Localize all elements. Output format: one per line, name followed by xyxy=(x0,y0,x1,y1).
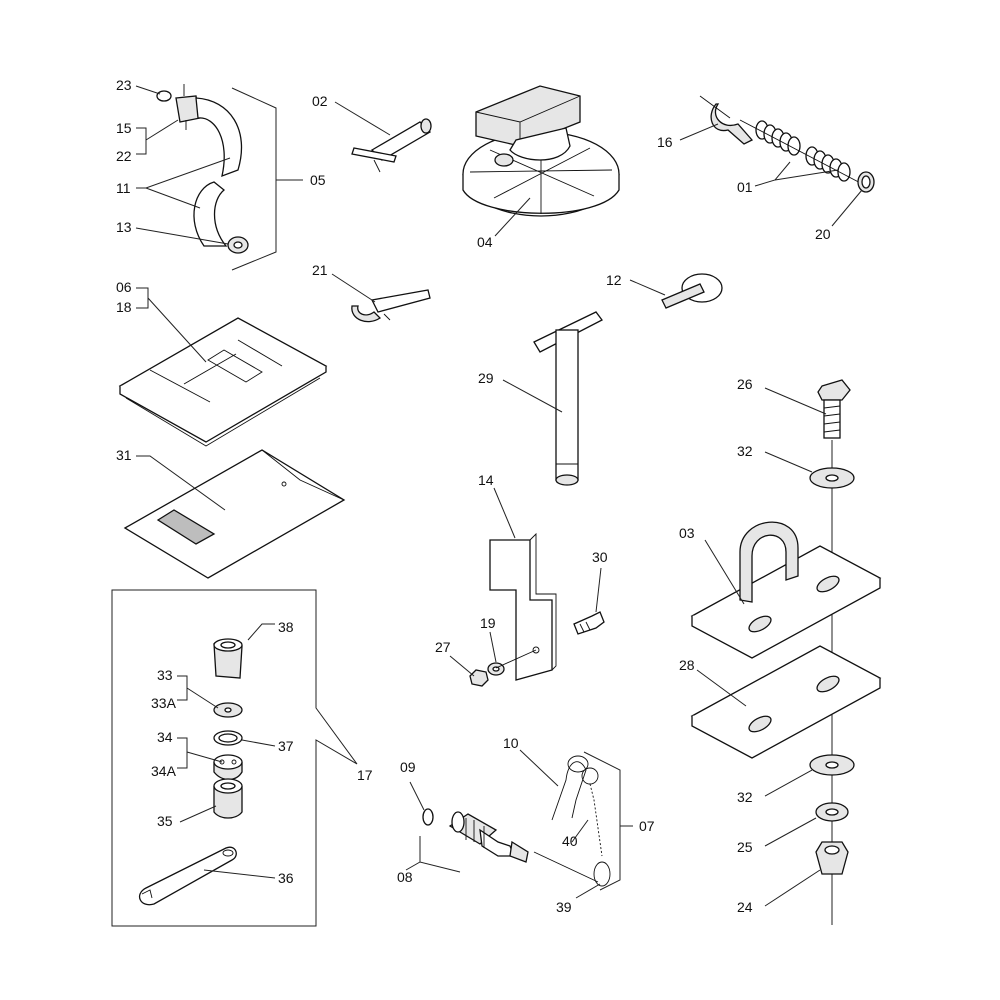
clip-part xyxy=(710,103,754,145)
o-ring-3-part xyxy=(422,808,434,826)
label-06: 06 xyxy=(116,279,132,295)
label-26: 26 xyxy=(737,376,753,392)
label-01: 01 xyxy=(737,179,753,195)
hex-nut-part xyxy=(815,841,849,875)
label-14: 14 xyxy=(478,472,494,488)
spring-part-2 xyxy=(805,146,851,182)
label-11: 11 xyxy=(116,180,131,196)
label-35: 35 xyxy=(157,813,173,829)
label-18: 18 xyxy=(116,299,132,315)
label-21: 21 xyxy=(312,262,328,278)
label-33: 33 xyxy=(157,667,173,683)
label-32-top: 32 xyxy=(737,443,753,459)
chain-ring-part xyxy=(593,861,611,887)
valve-assembly xyxy=(462,85,620,217)
small-bolt-part xyxy=(573,611,605,635)
label-05: 05 xyxy=(310,172,326,188)
label-08: 08 xyxy=(397,869,413,885)
wrench-part xyxy=(351,289,431,323)
hair-pin-part xyxy=(551,755,599,821)
label-10: 10 xyxy=(503,735,519,751)
label-25: 25 xyxy=(737,839,753,855)
label-20: 20 xyxy=(815,226,831,242)
label-16: 16 xyxy=(657,134,673,150)
bolt-part xyxy=(817,379,851,439)
label-37: 37 xyxy=(278,738,294,754)
label-27: 27 xyxy=(435,639,451,655)
label-30: 30 xyxy=(592,549,608,565)
valve-nut-part xyxy=(213,638,243,679)
label-38: 38 xyxy=(278,619,294,635)
label-34a: 34A xyxy=(151,763,177,779)
label-03: 03 xyxy=(679,525,695,541)
label-07: 07 xyxy=(639,818,655,834)
label-22: 22 xyxy=(116,148,132,164)
label-33a: 33A xyxy=(151,695,177,711)
label-12: 12 xyxy=(606,272,622,288)
logo-mark xyxy=(156,509,216,545)
t-handle-pin-part xyxy=(533,311,603,486)
nut-part xyxy=(469,669,489,687)
label-31: 31 xyxy=(116,447,132,463)
label-40: 40 xyxy=(562,833,578,849)
label-34: 34 xyxy=(157,729,173,745)
spring-part xyxy=(755,120,801,156)
label-23: 23 xyxy=(116,77,132,93)
label-36: 36 xyxy=(278,870,294,886)
hose-coupling-assembly xyxy=(699,95,875,193)
hose-upper-part xyxy=(195,97,243,178)
ring-pin-part xyxy=(661,273,723,309)
label-39: 39 xyxy=(556,899,572,915)
bracket-part xyxy=(489,532,557,681)
label-32-bottom: 32 xyxy=(737,789,753,805)
label-13: 13 xyxy=(116,219,132,235)
manual-booklet xyxy=(118,317,328,447)
label-29: 29 xyxy=(478,370,494,386)
spanner-part xyxy=(138,846,237,906)
pin-part xyxy=(351,118,432,173)
bushing-part xyxy=(213,786,243,819)
label-09: 09 xyxy=(400,759,416,775)
document-part xyxy=(123,449,346,579)
label-19: 19 xyxy=(480,615,496,631)
label-24: 24 xyxy=(737,899,753,915)
quick-coupling-part xyxy=(448,811,529,863)
label-17: 17 xyxy=(357,767,373,783)
u-bolt-plate-part xyxy=(690,521,882,659)
inset-frame xyxy=(111,589,358,927)
label-02: 02 xyxy=(312,93,328,109)
mounting-plate-part xyxy=(690,645,882,759)
label-28: 28 xyxy=(679,657,695,673)
hose-assembly xyxy=(156,84,249,254)
label-04: 04 xyxy=(477,234,493,250)
label-15: 15 xyxy=(116,120,132,136)
o-ring-part xyxy=(156,90,172,102)
chain-part xyxy=(589,783,603,857)
hose-lower-part xyxy=(193,181,228,247)
